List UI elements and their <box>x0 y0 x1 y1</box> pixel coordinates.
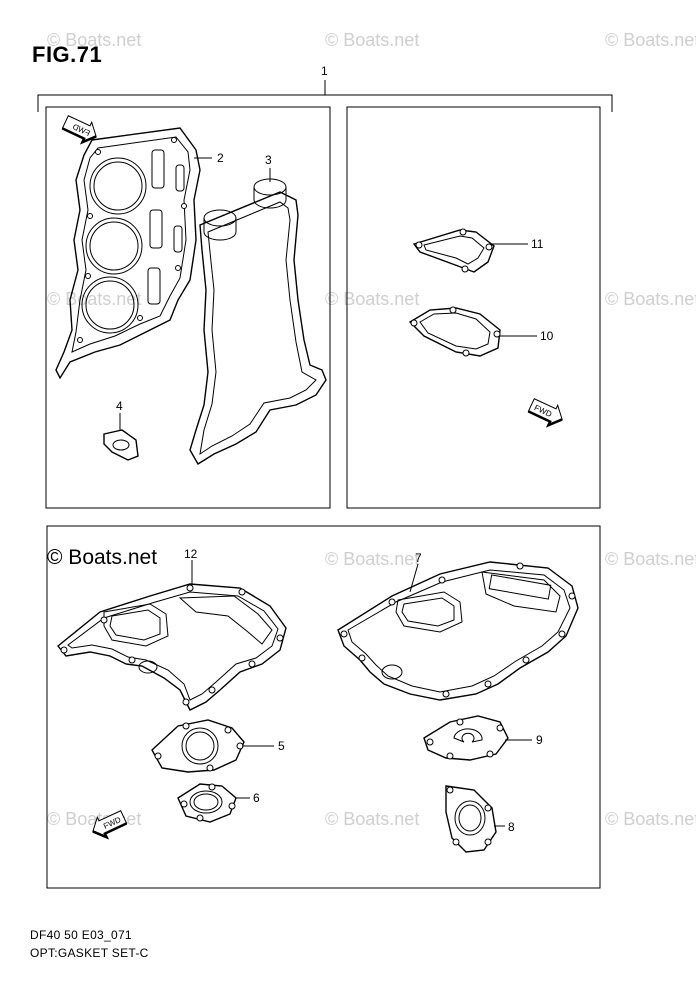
callout-2: 2 <box>217 151 224 165</box>
part-8-gasket: 8 <box>445 785 515 853</box>
part-5-gasket: 5 <box>151 719 285 773</box>
fwd-arrow-top-left: FWD <box>61 115 97 145</box>
part-6-gasket: 6 <box>177 783 260 823</box>
part-12-gasket: 12 <box>57 547 287 711</box>
figure-title: FIG.71 <box>32 42 103 67</box>
watermark: © Boats.net <box>47 30 142 50</box>
watermark: © Boats.net <box>605 30 696 50</box>
part-10-gasket: 10 <box>408 306 554 357</box>
watermark: © Boats.net <box>605 289 696 309</box>
fwd-arrow-top-right: FWD <box>527 398 563 428</box>
watermark: © Boats.net <box>325 289 420 309</box>
watermark: © Boats.net <box>325 30 420 50</box>
watermark: © Boats.net <box>325 549 420 569</box>
footer-name: OPT:GASKET SET-C <box>30 946 149 960</box>
panel-top-right <box>346 106 601 509</box>
callout-8: 8 <box>508 820 515 834</box>
callout-11: 11 <box>531 237 544 251</box>
kit-bracket: 1 <box>37 64 613 112</box>
part-2-cylinder-head-gasket: 2 <box>55 127 224 380</box>
panel-bottom <box>46 525 601 889</box>
part-3-head-cover-gasket: 3 <box>189 153 327 465</box>
callout-5: 5 <box>278 739 285 753</box>
callout-1: 1 <box>321 64 328 78</box>
part-9-gasket: 9 <box>423 715 543 761</box>
fwd-arrow-bottom: FWD <box>92 810 128 840</box>
part-7-gasket: 7 <box>337 551 579 701</box>
callout-3: 3 <box>265 153 272 167</box>
part-11-gasket: 11 <box>412 228 544 273</box>
callout-10: 10 <box>540 329 554 343</box>
callout-4: 4 <box>116 399 123 413</box>
panel-top-left <box>45 106 331 509</box>
callout-9: 9 <box>536 733 543 747</box>
callout-12: 12 <box>184 547 198 561</box>
footer-code: DF40 50 E03_071 <box>30 928 132 942</box>
copyright-notice: © Boats.net <box>47 546 158 569</box>
watermark: © Boats.net <box>605 549 696 569</box>
watermark: © Boats.net <box>605 809 696 829</box>
part-4-gasket: 4 <box>103 399 139 461</box>
watermark: © Boats.net <box>325 809 420 829</box>
callout-6: 6 <box>253 791 260 805</box>
callout-7: 7 <box>415 551 422 565</box>
